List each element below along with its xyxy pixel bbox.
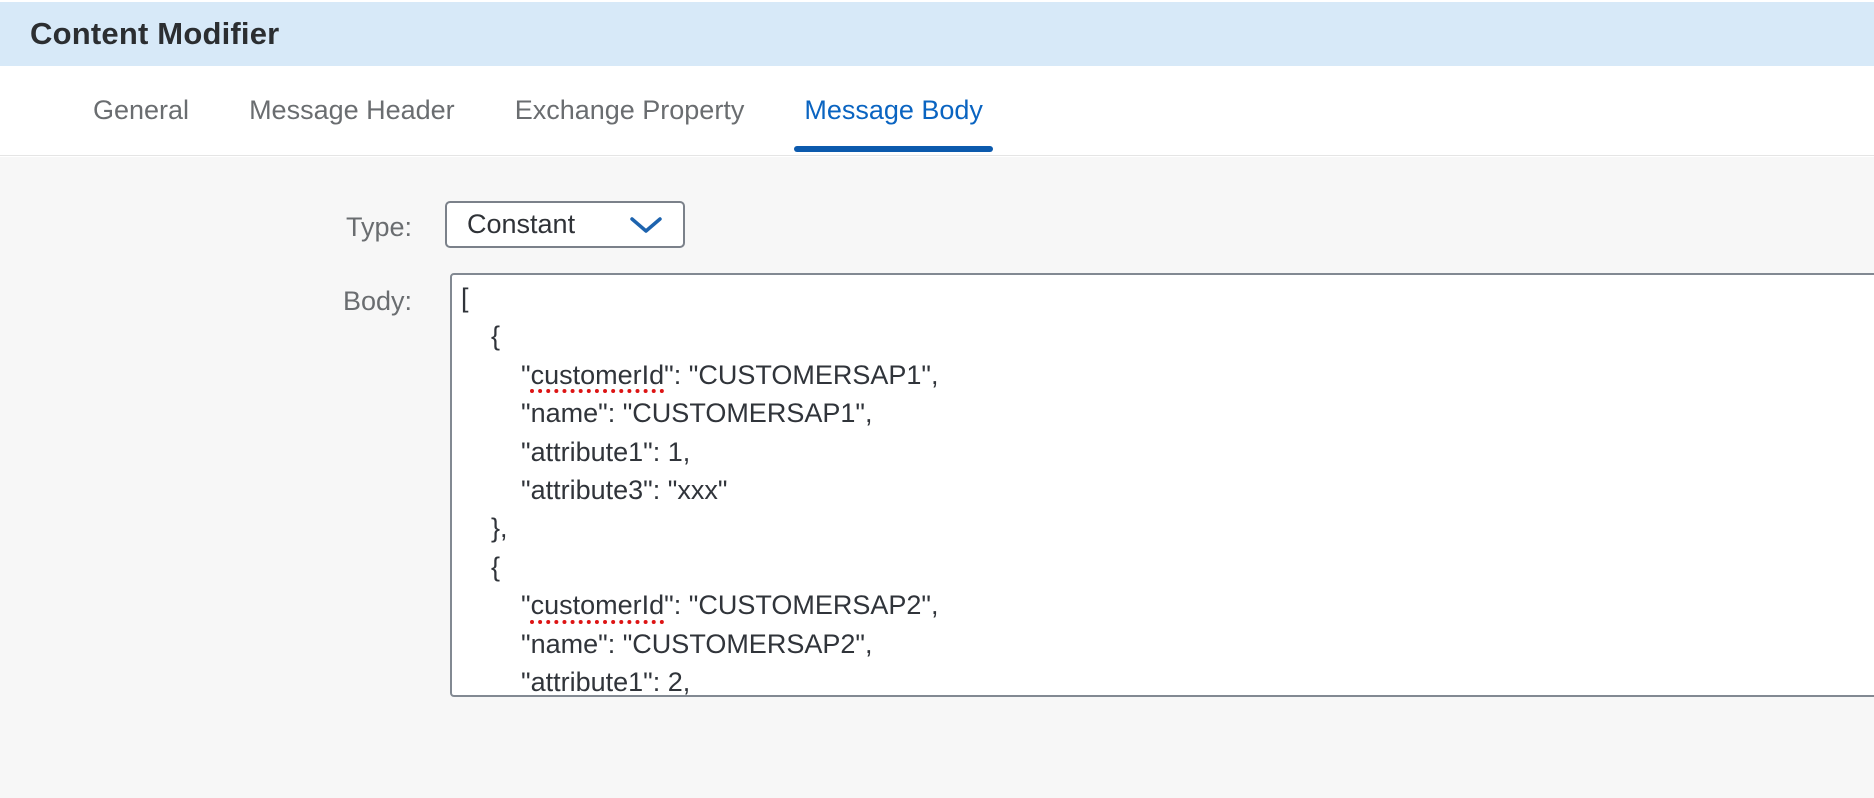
body-text-line: { — [461, 321, 501, 352]
body-text-line: "attribute1": 1, — [461, 436, 691, 467]
message-body-tab-panel: Type: Constant Body: [ { "customerId": "… — [0, 157, 1874, 798]
tab-exchange-property[interactable]: Exchange Property — [514, 95, 745, 125]
chevron-down-icon[interactable] — [629, 216, 663, 234]
tab-strip: General Message Header Exchange Property Me… — [0, 66, 1874, 156]
type-select[interactable]: Constant — [445, 201, 685, 248]
page-title: Content Modifier — [30, 16, 280, 51]
body-label: Body: — [342, 286, 412, 316]
body-text-segment: ": "CUSTOMERSAP1", — [664, 359, 939, 390]
misspelled-word: customerId — [530, 590, 665, 621]
body-text-line: "attribute1": 2, — [461, 667, 691, 697]
panel-header: Content Modifier — [0, 2, 1874, 66]
body-text-line: "name": "CUSTOMERSAP1", — [461, 398, 873, 429]
body-text-segment: " — [461, 590, 531, 621]
body-text-segment: " — [461, 359, 531, 390]
type-select-value: Constant — [467, 209, 576, 239]
body-text-line: "attribute3": "xxx" — [461, 475, 728, 506]
body-text-line: "customerId": "CUSTOMERSAP1", — [461, 356, 1874, 394]
body-text-line: "name": "CUSTOMERSAP2", — [461, 628, 873, 659]
body-text-line: }, — [461, 513, 508, 544]
body-textarea[interactable]: [ { "customerId": "CUSTOMERSAP1", "name"… — [450, 273, 1874, 697]
misspelled-word: customerId — [530, 359, 665, 390]
tab-message-header[interactable]: Message Header — [249, 95, 455, 125]
type-label: Type: — [345, 212, 412, 242]
tab-general[interactable]: General — [93, 95, 190, 125]
body-text-line: "customerId": "CUSTOMERSAP2", — [461, 586, 1874, 624]
body-text-line: [ — [461, 283, 469, 313]
body-text-segment: ": "CUSTOMERSAP2", — [664, 590, 939, 621]
body-text-line: { — [461, 551, 501, 582]
tab-message-body[interactable]: Message Body — [794, 66, 993, 155]
